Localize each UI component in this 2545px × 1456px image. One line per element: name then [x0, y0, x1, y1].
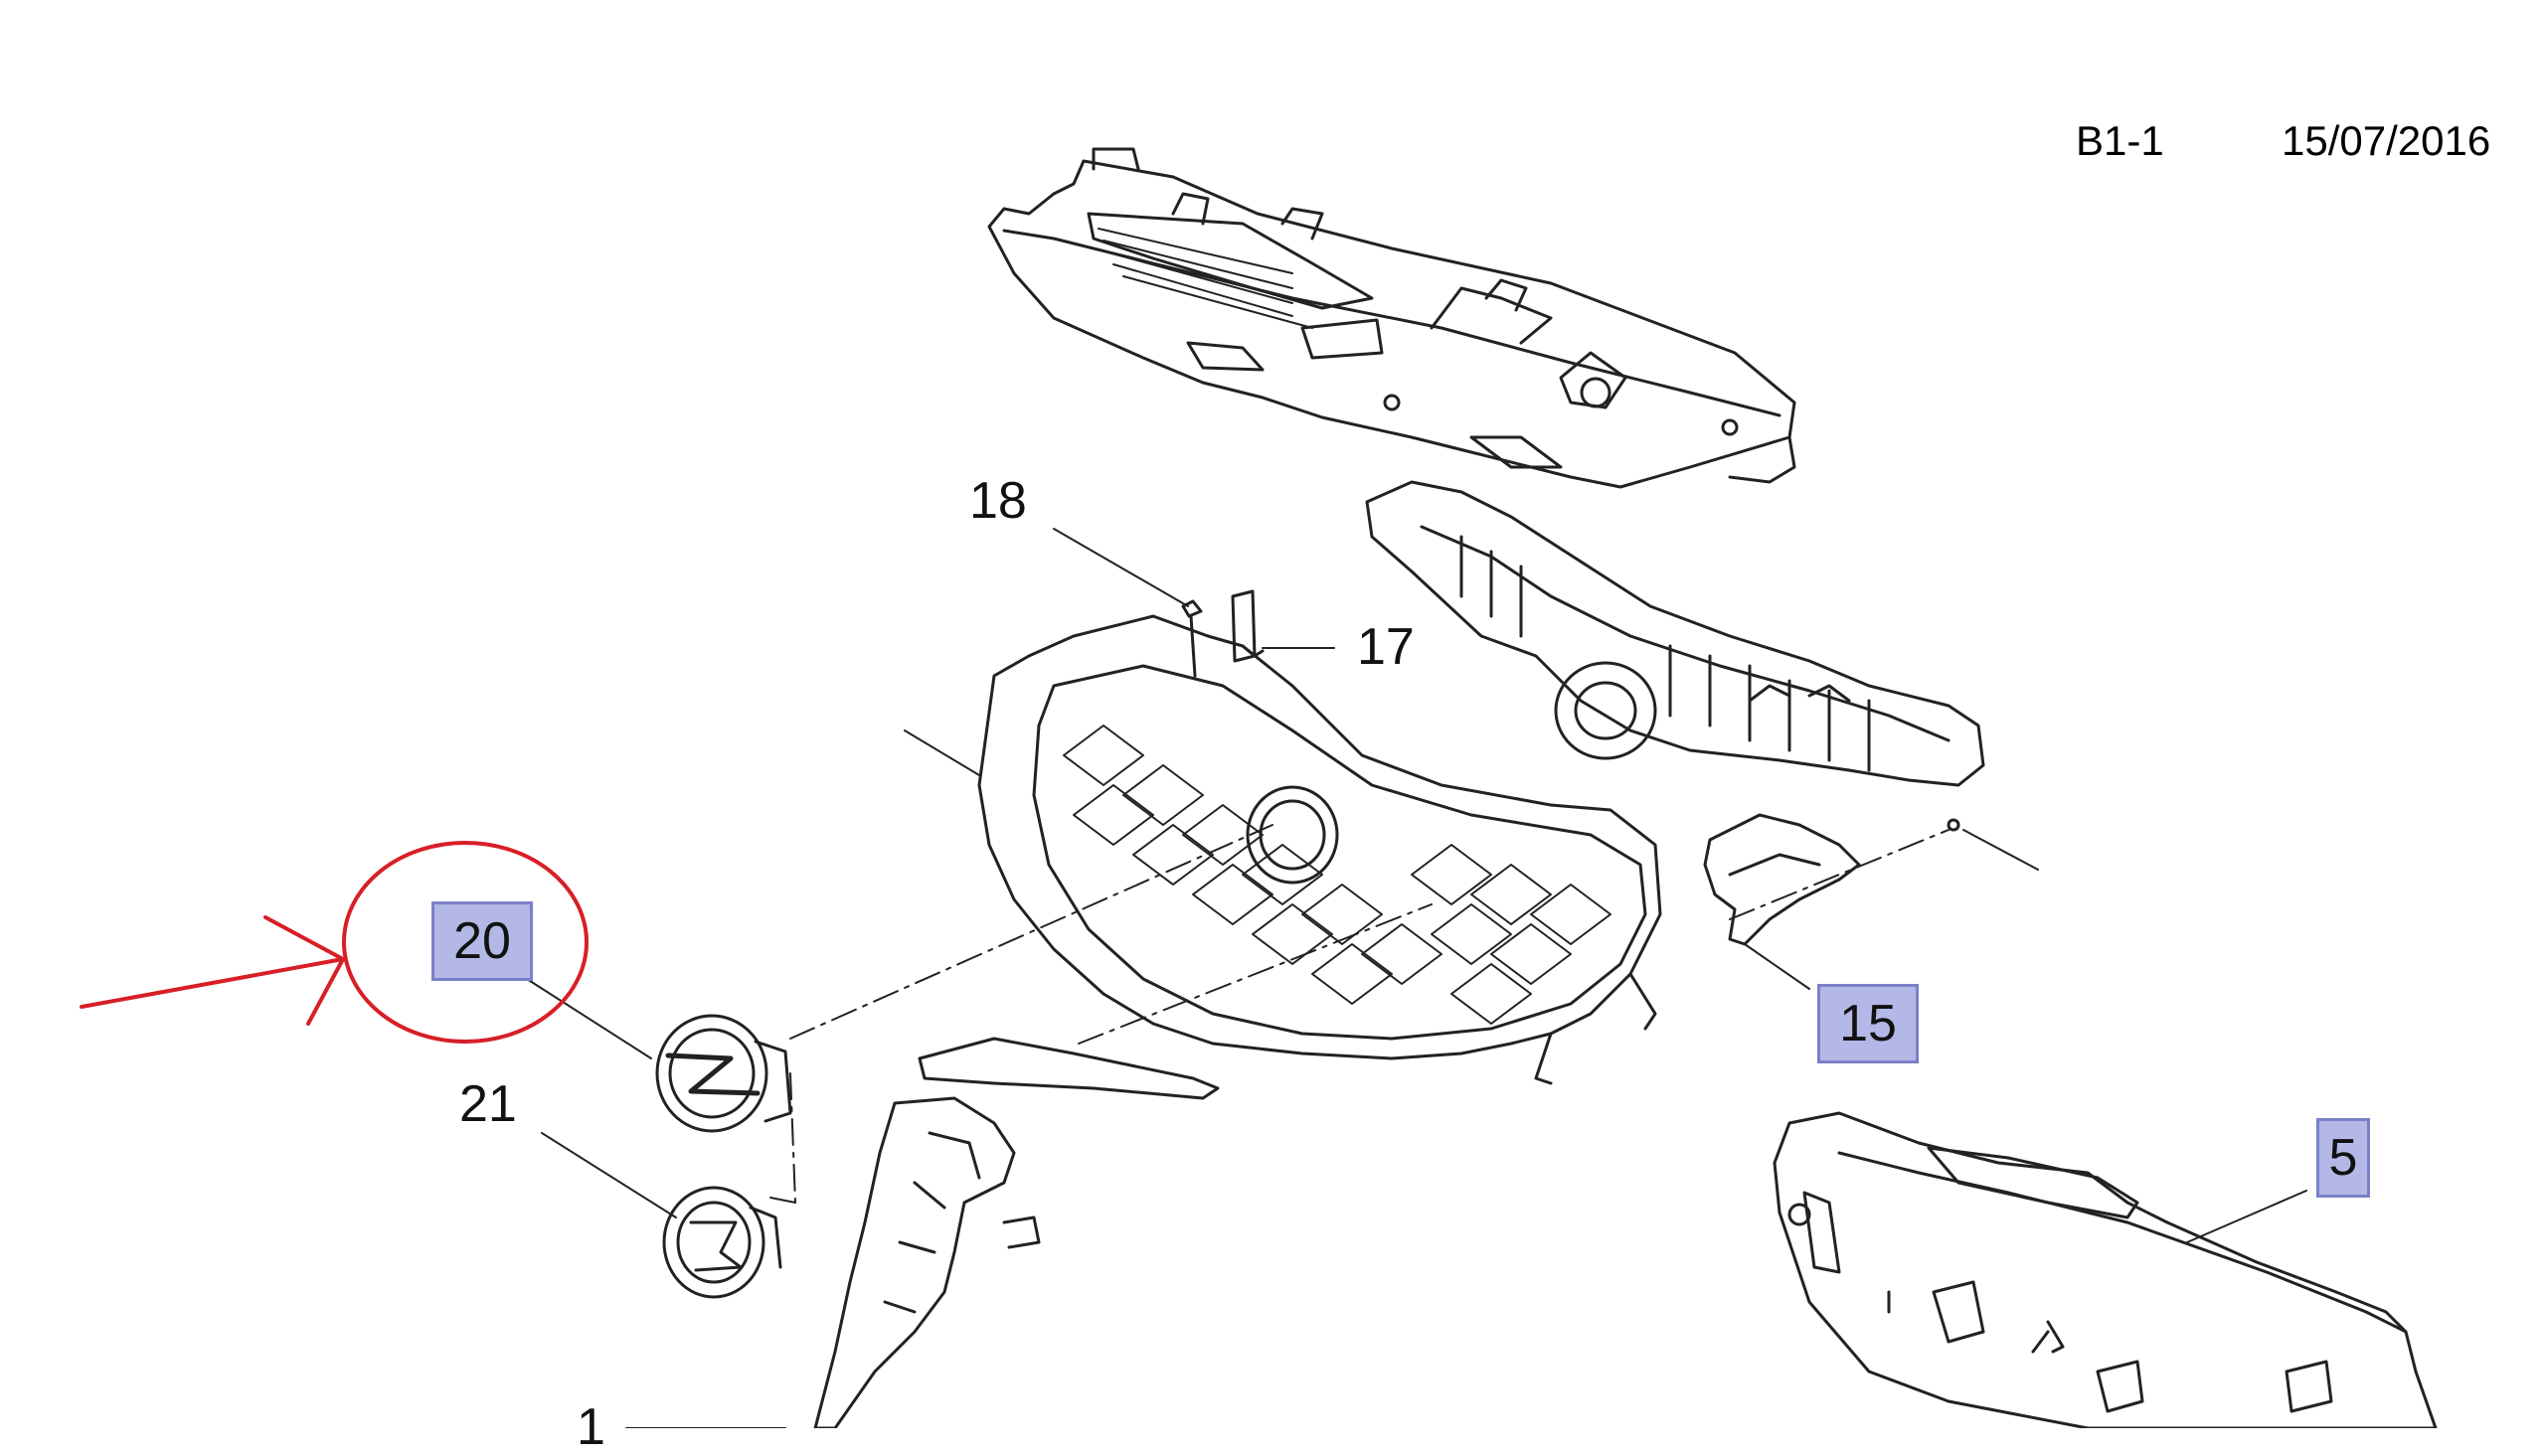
- callout-17: 17: [1357, 618, 1415, 676]
- red-markup: [80, 841, 589, 1044]
- bumper-cover: [813, 1096, 1041, 1428]
- emblem-rear: [662, 1186, 782, 1299]
- callout-20[interactable]: 20: [431, 901, 533, 981]
- fasteners: [1181, 589, 1265, 678]
- emblem-front: [655, 1014, 792, 1133]
- callout-15[interactable]: 15: [1817, 984, 1919, 1063]
- leader-lines: [526, 528, 2307, 1428]
- side-bracket: [1703, 813, 1960, 946]
- upper-cover-panel: [987, 147, 1796, 489]
- bumper-bracket: [1365, 480, 1985, 787]
- callout-21: 21: [459, 1075, 517, 1133]
- assembly-lines: [769, 824, 1950, 1204]
- lower-crossmember: [1773, 1111, 2438, 1428]
- callout-1: 1: [577, 1398, 605, 1456]
- grille-trim-strip: [918, 1037, 1220, 1100]
- diagram-code: B1-1: [2076, 117, 2164, 164]
- callout-5[interactable]: 5: [2316, 1118, 2370, 1198]
- diagram-date: 15/07/2016: [2282, 117, 2491, 164]
- front-grille: [977, 614, 1662, 1085]
- callout-18: 18: [969, 472, 1027, 530]
